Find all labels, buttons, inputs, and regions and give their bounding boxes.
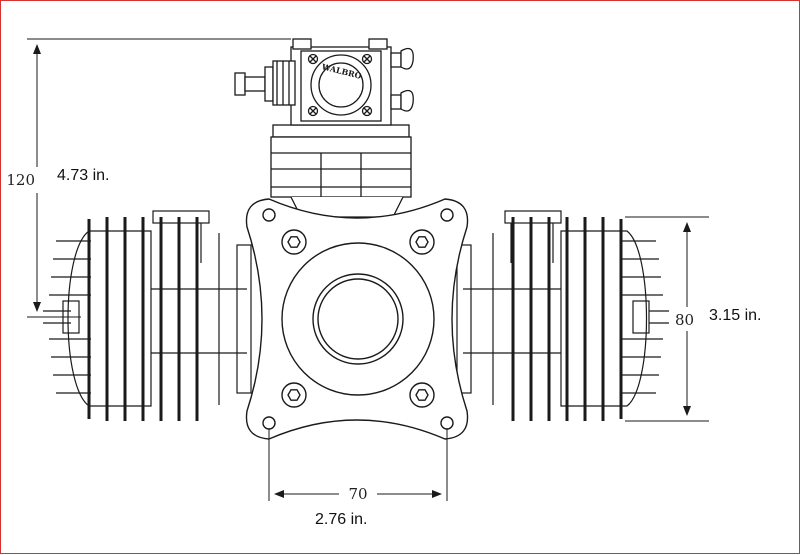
mount-dimension-mm: 70 [348, 485, 367, 503]
height-dimension [27, 38, 291, 318]
carburetor-throat [310, 54, 372, 116]
crank-bore-outer [312, 273, 404, 365]
right-outer-fins [621, 240, 663, 394]
right-spark-plug [632, 300, 669, 334]
width-dimension-inches: 3.15 in. [709, 307, 762, 324]
right-intake-boss [504, 210, 562, 263]
carburetor-wing-nuts [390, 47, 414, 112]
left-cylinder-head [67, 230, 152, 407]
mount-dimension [268, 429, 448, 501]
carburetor-adjuster [234, 60, 296, 106]
carburetor-screws [307, 53, 373, 117]
height-dimension-mm: 120 [6, 171, 35, 189]
crank-bore-inner [317, 278, 399, 360]
left-intake-boss [152, 210, 210, 263]
right-cylinder [456, 210, 669, 421]
left-cooling-fins [87, 217, 199, 421]
carburetor-assembly [234, 38, 414, 218]
width-dimension [625, 216, 709, 422]
mount-dimension-inches: 2.76 in. [315, 511, 368, 528]
width-dimension-mm: 80 [675, 311, 694, 329]
left-cylinder [43, 210, 252, 421]
crankcase [245, 198, 469, 440]
intake-manifold [272, 124, 410, 138]
height-dimension-inches: 4.73 in. [57, 167, 110, 184]
right-cooling-fins [511, 217, 623, 421]
left-barrel [151, 233, 252, 405]
right-barrel [456, 233, 561, 405]
right-cylinder-head [560, 230, 648, 407]
flange-hex-bolts [281, 229, 435, 408]
